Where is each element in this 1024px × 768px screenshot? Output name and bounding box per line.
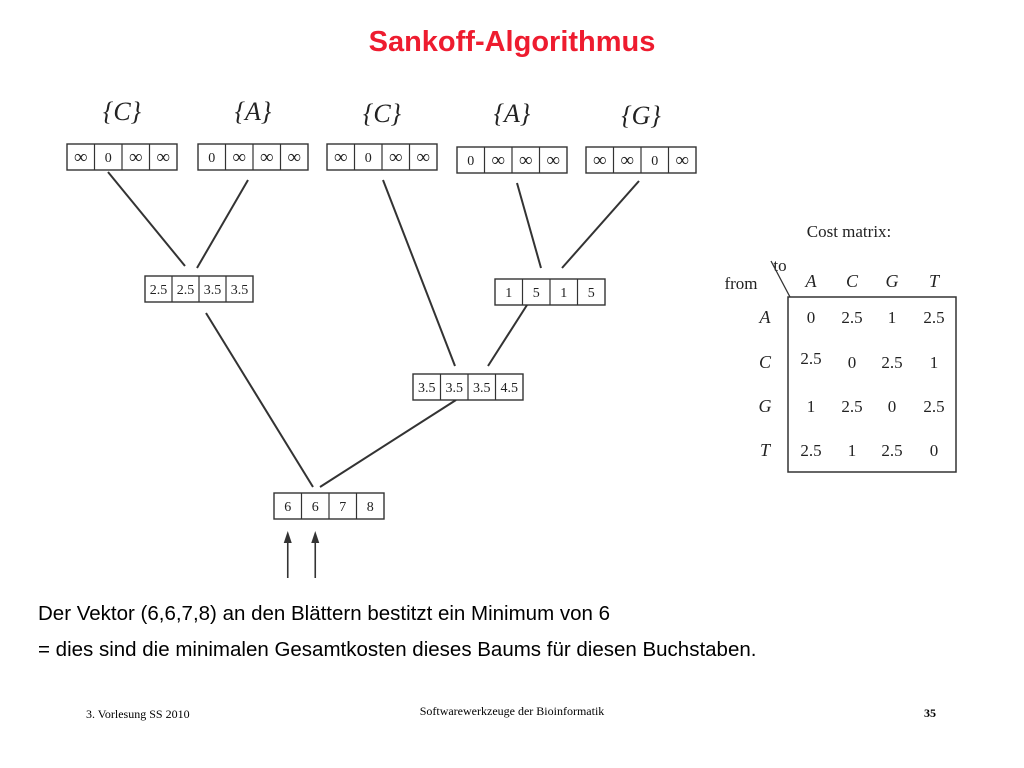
tree-edge: [205, 312, 314, 488]
cost-matrix-row-header: G: [759, 396, 772, 416]
cost-matrix-row-header: T: [760, 440, 772, 460]
leaf-vector-4-cell: ∞: [675, 150, 689, 171]
cost-matrix-col-header: C: [846, 271, 859, 291]
leaf-vector-1-cell: ∞: [232, 147, 246, 168]
cost-matrix-to-label: to: [773, 256, 786, 275]
cost-matrix-cell: 2.5: [923, 308, 944, 327]
node-vector-root-cell: 7: [339, 500, 346, 515]
cost-matrix-cell: 0: [930, 441, 939, 460]
leaf-label-3: {A}: [494, 99, 531, 128]
cost-matrix-row-header: A: [759, 307, 772, 327]
leaf-label-4: {G}: [621, 101, 661, 130]
cost-matrix-cell: 1: [848, 441, 857, 460]
cost-matrix-col-header: G: [886, 271, 899, 291]
node-vector-root-cell: 6: [284, 500, 291, 515]
cost-matrix-from-label: from: [724, 274, 757, 293]
explanation-line-1: Der Vektor (6,6,7,8) an den Blättern bes…: [38, 602, 610, 625]
slide-title: Sankoff-Algorithmus: [368, 26, 656, 58]
sankoff-tree-diagram: {C} ∞ 0 ∞ ∞ {A} 0 ∞ ∞ ∞ {C} ∞ 0 ∞ ∞ {A} 0 ∞ ∞ ∞ {G} ∞ ∞ 0 ∞ 2.5 2.…: [66, 97, 957, 578]
leaf-vector-4-cell: 0: [651, 154, 658, 169]
node-vector-n2-cell: 5: [588, 286, 595, 301]
cost-matrix-diagonal: [770, 260, 791, 298]
tree-edge: [107, 171, 186, 267]
tree-edge: [561, 180, 640, 269]
root-arrow-head: [283, 531, 292, 543]
leaf-vector-0-cell: 0: [105, 151, 112, 166]
leaf-vector-2-cell: ∞: [389, 147, 403, 168]
leaf-vector-3-cell: 0: [467, 154, 474, 169]
cost-matrix-cell: 2.5: [800, 441, 821, 460]
node-vector-n1-cell: 3.5: [204, 283, 222, 298]
tree-edge: [319, 399, 457, 488]
explanation-line-2: = dies sind die minimalen Gesamtkosten d…: [38, 638, 757, 661]
tree-edge: [516, 182, 542, 269]
node-vector-root-cell: 8: [367, 500, 374, 515]
leaf-vector-4-cell: ∞: [620, 150, 634, 171]
leaf-vector-3-cell: ∞: [519, 150, 533, 171]
leaf-label-1: {A}: [235, 97, 272, 126]
cost-matrix-cell: 0: [807, 308, 816, 327]
cost-matrix-cell: 0: [888, 397, 897, 416]
leaf-vector-1-cell: ∞: [287, 147, 301, 168]
tree-edge: [487, 304, 528, 367]
leaf-vector-3-cell: ∞: [491, 150, 505, 171]
cost-matrix-cell: 2.5: [841, 308, 862, 327]
footer-course: Softwarewerkzeuge der Bioinformatik: [419, 704, 605, 718]
leaf-label-0: {C}: [103, 97, 142, 126]
footer-lecture: 3. Vorlesung SS 2010: [86, 707, 190, 721]
tree-edge: [196, 179, 249, 269]
cost-matrix-frame: [787, 296, 957, 473]
cost-matrix-cell: 0: [848, 353, 857, 372]
leaf-vector-1-cell: 0: [208, 151, 215, 166]
leaf-vector-1-cell: ∞: [260, 147, 274, 168]
leaf-vector-3-cell: ∞: [546, 150, 560, 171]
footer-page-number: 35: [924, 706, 936, 720]
cost-matrix-cell: 1: [930, 353, 939, 372]
cost-matrix-cell: 1: [807, 397, 816, 416]
leaf-vector-2-cell: ∞: [334, 147, 348, 168]
leaf-vector-0-cell: ∞: [129, 147, 143, 168]
cost-matrix-cell: 2.5: [881, 441, 902, 460]
leaf-vector-4-cell: ∞: [593, 150, 607, 171]
cost-matrix-row-header: C: [759, 352, 772, 372]
cost-matrix-col-header: T: [929, 271, 941, 291]
node-vector-n3-cell: 3.5: [418, 381, 436, 396]
node-vector-n1-cell: 2.5: [150, 283, 168, 298]
cost-matrix-cell: 2.5: [800, 349, 821, 368]
cost-matrix-cell: 2.5: [881, 353, 902, 372]
cost-matrix-cell: 2.5: [841, 397, 862, 416]
node-vector-n2-cell: 1: [505, 286, 512, 301]
node-vector-n3-cell: 3.5: [473, 381, 491, 396]
leaf-vector-0-cell: ∞: [74, 147, 88, 168]
tree-edge: [382, 179, 456, 367]
cost-matrix-cell: 1: [888, 308, 897, 327]
node-vector-n3-cell: 3.5: [446, 381, 464, 396]
leaf-vector-2-cell: 0: [365, 151, 372, 166]
leaf-label-2: {C}: [363, 99, 402, 128]
leaf-vector-2-cell: ∞: [416, 147, 430, 168]
root-arrow-head: [311, 531, 320, 543]
node-vector-n3-cell: 4.5: [501, 381, 519, 396]
node-vector-n2-cell: 5: [533, 286, 540, 301]
node-vector-n1-cell: 3.5: [231, 283, 249, 298]
leaf-vector-0-cell: ∞: [156, 147, 170, 168]
cost-matrix-cell: 2.5: [923, 397, 944, 416]
node-vector-n2-cell: 1: [560, 286, 567, 301]
cost-matrix-col-header: A: [805, 271, 818, 291]
cost-matrix-caption: Cost matrix:: [807, 222, 892, 241]
node-vector-n1-cell: 2.5: [177, 283, 195, 298]
node-vector-root-cell: 6: [312, 500, 319, 515]
